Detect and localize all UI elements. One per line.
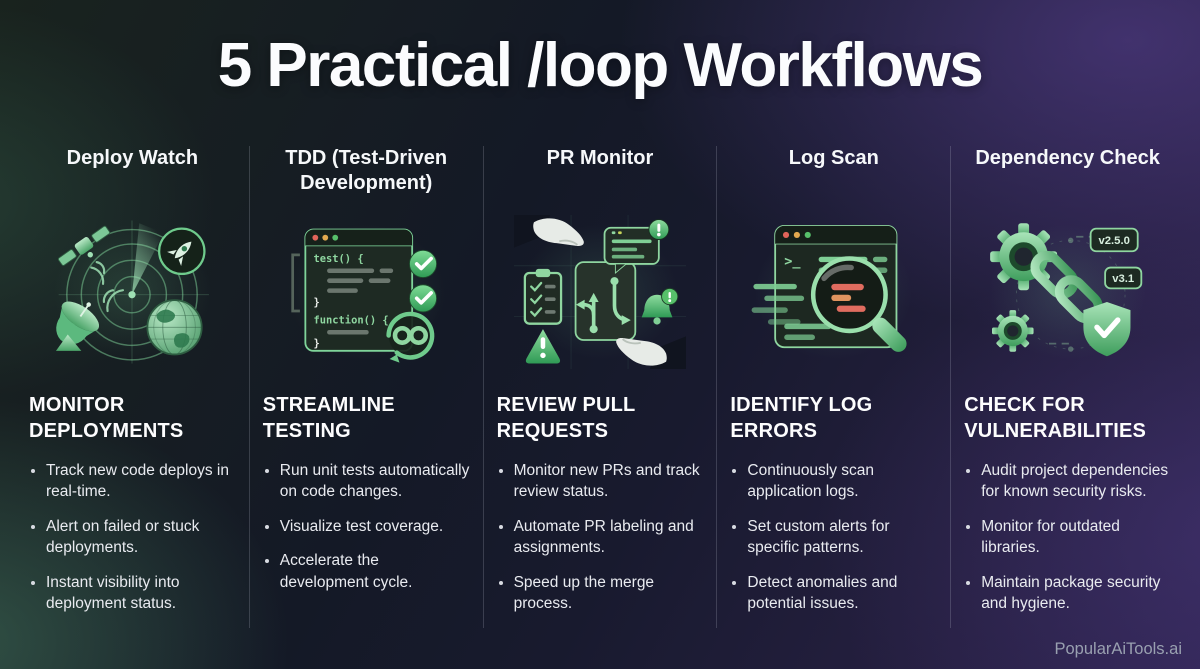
- code-line: }: [314, 297, 320, 309]
- globe-icon: [146, 299, 204, 356]
- rocket-icon: [158, 227, 206, 276]
- workflow-columns: Deploy Watch: [16, 146, 1184, 628]
- code-line: }: [314, 337, 320, 349]
- bullet-item: Visualize test coverage.: [280, 516, 470, 537]
- column-subheading: STREAMLINE TESTING: [262, 394, 395, 442]
- alert-badge-icon: [648, 219, 670, 240]
- bullet-item: Maintain package security and hygiene.: [981, 572, 1171, 615]
- bullet-item: Speed up the merge process.: [514, 572, 704, 615]
- check-icon: [409, 249, 438, 278]
- code-line: function() {: [314, 315, 389, 327]
- column-title: PR Monitor: [546, 147, 654, 169]
- hand-icon: [513, 215, 584, 248]
- bullet-item: Monitor for outdated libraries.: [981, 516, 1171, 559]
- bullet-item: Monitor new PRs and track review status.: [514, 460, 704, 503]
- column-pr-monitor: PR Monitor: [482, 146, 717, 628]
- version-badge: v3.1: [1103, 266, 1142, 290]
- column-title: Dependency Check: [975, 147, 1160, 169]
- bullet-item: Continuously scan application logs.: [747, 460, 937, 503]
- radar-icon: [66, 223, 199, 361]
- code-line: test() {: [314, 253, 364, 265]
- column-deploy-watch: Deploy Watch: [16, 146, 249, 628]
- bullet-item: Audit project dependencies for known sec…: [981, 460, 1171, 503]
- column-dependency-check: Dependency Check: [950, 146, 1184, 628]
- svg-text:v2.5.0: v2.5.0: [1098, 235, 1129, 247]
- bullet-list: Track new code deploys in real-time. Ale…: [29, 460, 236, 614]
- column-subheading: REVIEW PULL REQUESTS: [496, 394, 636, 442]
- chat-bubble-icon: [603, 219, 670, 274]
- column-subheading: CHECK FOR VULNERABILITIES: [964, 394, 1147, 442]
- radar-sweep: [132, 223, 165, 295]
- version-badge: v2.5.0: [1089, 227, 1139, 253]
- column-subheading: MONITOR DEPLOYMENTS: [29, 394, 184, 442]
- check-icon: [409, 284, 438, 313]
- tdd-code-editor-icon: test() { } function() { }: [291, 228, 438, 363]
- page-title: 5 Practical /loop Workflows: [217, 31, 984, 100]
- column-title: Log Scan: [788, 147, 879, 169]
- infinity-loop-icon: [386, 311, 435, 363]
- column-title: Deploy Watch: [66, 147, 199, 169]
- shield-check-icon: [1082, 301, 1131, 357]
- bell-icon: [641, 287, 679, 325]
- magnifier-icon: [810, 256, 907, 352]
- svg-text:v3.1: v3.1: [1112, 273, 1134, 285]
- bullet-item: Track new code deploys in real-time.: [46, 460, 236, 503]
- warning-triangle-icon: [525, 329, 561, 364]
- git-branch-card: [574, 261, 637, 341]
- git-branch-icon: [581, 283, 625, 328]
- gears-chain-shield-icon: v2.5.0 v3.1: [989, 223, 1142, 357]
- bullet-item: Alert on failed or stuck deployments.: [46, 516, 236, 559]
- terminal-prompt: >_: [784, 254, 801, 270]
- bullet-item: Run unit tests automatically on code cha…: [280, 460, 470, 503]
- bullet-list: Continuously scan application logs. Set …: [730, 460, 937, 614]
- checklist-icon: [523, 268, 563, 325]
- bullet-list: Monitor new PRs and track review status.…: [497, 460, 704, 614]
- code-window: test() { } function() { }: [304, 228, 414, 352]
- column-title: TDD (Test-Driven Development): [285, 147, 448, 194]
- bullet-item: Automate PR labeling and assignments.: [514, 516, 704, 559]
- satellite-dish-icon: [56, 301, 100, 351]
- radar-deploy-icon: [56, 220, 210, 364]
- gear-icon: [989, 223, 1057, 291]
- bullet-list: Audit project dependencies for known sec…: [964, 460, 1171, 614]
- brand-watermark: PopularAiTools.ai: [1054, 640, 1183, 658]
- column-subheading: IDENTIFY LOG ERRORS: [730, 394, 873, 442]
- bullet-item: Instant visibility into deployment statu…: [46, 572, 236, 615]
- bullet-item: Detect anomalies and potential issues.: [747, 572, 937, 615]
- pull-request-hands-icon: [513, 215, 686, 369]
- satellite-icon: [58, 225, 111, 266]
- alert-badge-icon: [661, 287, 679, 306]
- bullet-list: Run unit tests automatically on code cha…: [263, 460, 470, 593]
- gear-icon: [991, 310, 1034, 352]
- column-log-scan: Log Scan >_: [716, 146, 950, 628]
- hand-icon: [616, 336, 686, 369]
- terminal-magnifier-icon: >_: [751, 225, 907, 352]
- column-tdd: TDD (Test-Driven Development): [248, 146, 483, 628]
- bullet-item: Accelerate the development cycle.: [280, 550, 470, 593]
- bullet-item: Set custom alerts for specific patterns.: [747, 516, 937, 559]
